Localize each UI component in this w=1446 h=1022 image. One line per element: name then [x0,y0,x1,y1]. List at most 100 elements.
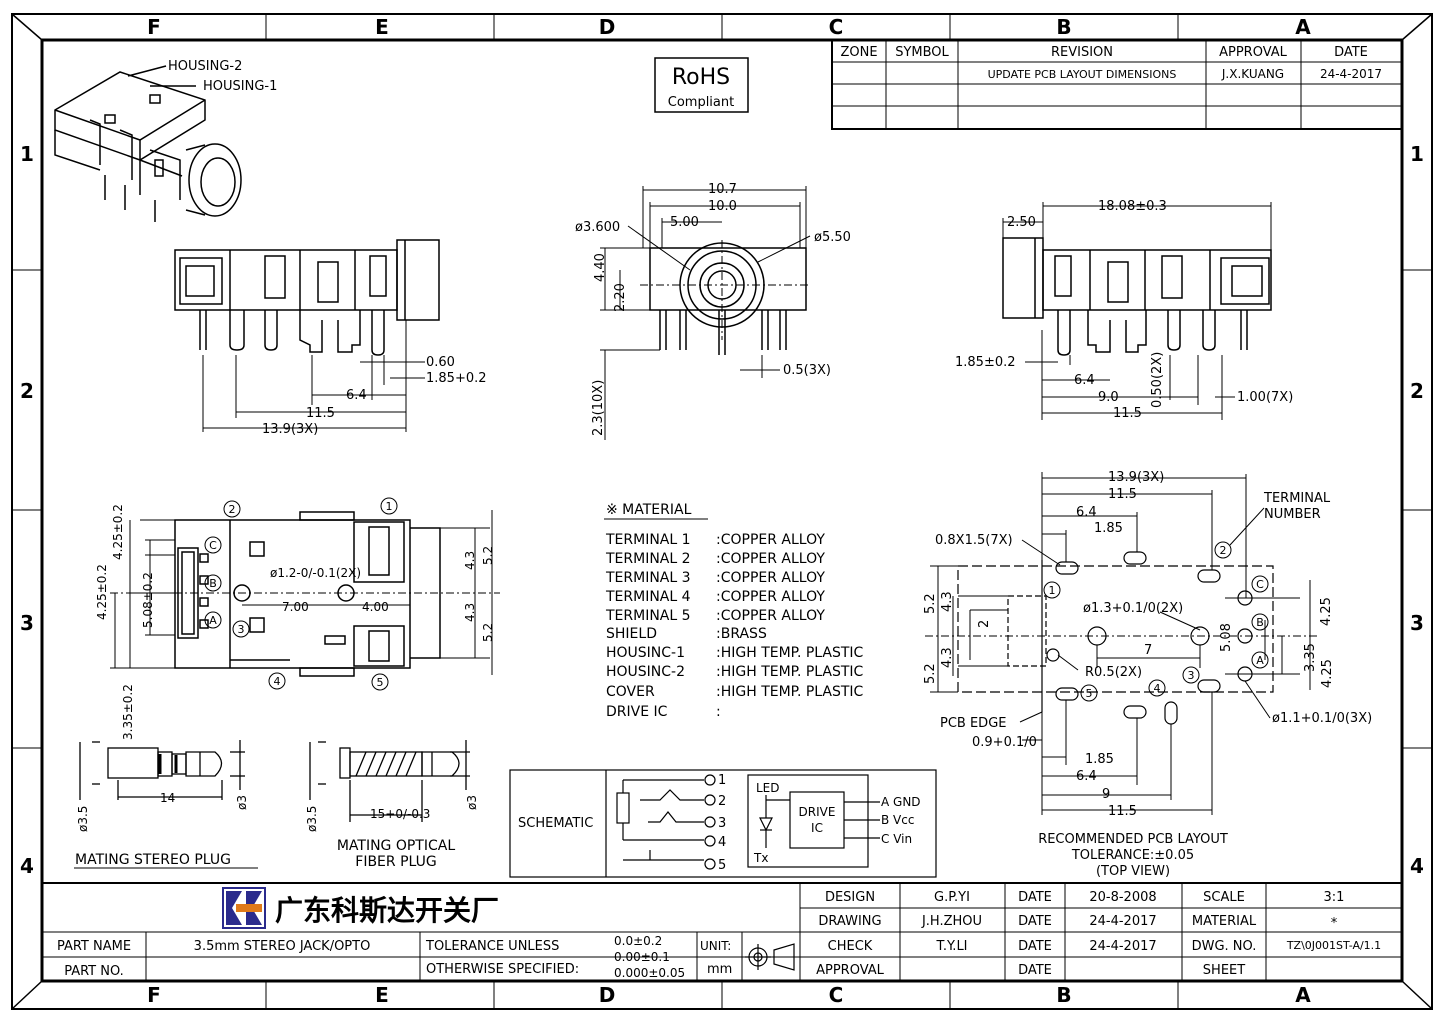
check-label: CHECK [828,939,873,954]
dim-pcb-22: ø1.1+0.1/0(3X) [1272,711,1372,726]
svg-text:5: 5 [377,676,384,689]
pcb-caption-2: TOLERANCE:±0.05 [1071,848,1194,863]
date-label: DATE [1018,963,1052,978]
col-label-top: D [599,15,616,39]
date-label: DATE [1018,939,1052,954]
svg-text:C: C [1256,578,1264,591]
tolerance-line1: TOLERANCE UNLESS [425,939,559,954]
col-label-top: C [829,15,844,39]
dim-pcb-20: 9 [1102,787,1110,802]
dim-right-5: 11.5 [1113,406,1142,421]
optical-label-line1: MATING OPTICAL [337,838,456,854]
optical-dim-2: ø3 [465,795,479,810]
dim-right-4: 9.0 [1098,390,1119,405]
mating-optical-plug [309,740,470,822]
schematic-led: LED [756,781,780,795]
date-label: DATE [1018,914,1052,929]
row-label-left: 3 [20,611,34,635]
dim-front-6: 2.20 [613,283,628,312]
material-spec: :HIGH TEMP. PLASTIC [716,684,864,700]
material-spec: :COPPER ALLOY [716,551,825,567]
drawing-label: DRAWING [818,914,881,929]
dim-pcb-2: 6.4 [1076,505,1097,520]
dim-side-1: 1.85+0.2 [426,371,487,386]
dim-right-6: 0.50(2X) [1150,352,1165,408]
dim-side-2: 6.4 [346,388,367,403]
svg-text:A: A [209,614,217,627]
material-title: ※ MATERIAL [606,502,692,518]
right-view [1002,237,1272,356]
row-label-left: 2 [20,379,34,403]
dim-bottom-8: 5.2 [481,546,495,565]
stereo-dim-1: 14 [160,791,175,805]
col-label-bottom: F [147,983,161,1007]
optical-dim-0: ø3.5 [305,806,319,832]
dim-pcb-8: 4.3 [940,591,955,612]
row-label-right: 3 [1410,611,1424,635]
isometric-view [54,65,242,222]
pcb-layout-dimensions [925,472,1320,815]
col-label-bottom: A [1295,983,1311,1007]
sheet-label: SHEET [1203,963,1245,978]
dim-pcb-5: ø1.3+0.1/0(2X) [1083,601,1183,616]
dim-front-0: 10.7 [708,182,737,197]
pcb-edge-label: PCB EDGE [940,716,1006,731]
zone-labels: F E D C B A F E D C B A 1 2 3 4 1 2 3 4 [20,15,1424,1007]
rohs-stamp: RoHS Compliant [654,57,749,113]
dim-pcb-15: 5.2 [923,663,938,684]
dim-pcb-0: 13.9(3X) [1108,470,1164,485]
material-spec: :COPPER ALLOY [716,532,825,548]
material-label: MATERIAL [1192,914,1257,929]
dim-pcb-17: 0.9+0.1/0 [972,735,1037,750]
tol-value-2: 0.000±0.05 [614,966,685,980]
tolerance-line2: OTHERWISE SPECIFIED: [426,962,579,977]
svg-text:B: B [209,577,217,590]
terminal-label-line2: NUMBER [1264,507,1321,522]
material-part: DRIVE IC [606,704,668,720]
row-label-right: 2 [1410,379,1424,403]
dim-pcb-4: 0.8X1.5(7X) [935,533,1013,548]
dim-pcb-12: 4.25 [1319,597,1334,626]
schematic-tx: Tx [753,851,768,865]
pcb-caption-3: (TOP VIEW) [1096,864,1170,879]
rev-cell-date: 24-4-2017 [1320,67,1382,81]
rev-header-approval: APPROVAL [1219,45,1288,60]
dim-front-2: 5.00 [670,215,699,230]
material-part: TERMINAL 5 [605,608,691,624]
dim-right-1: 18.08±0.3 [1098,199,1167,214]
revision-table: ZONE SYMBOL REVISION APPROVAL DATE UPDAT… [831,39,1403,130]
svg-text:2: 2 [1220,544,1227,557]
rev-cell-revision: UPDATE PCB LAYOUT DIMENSIONS [988,68,1177,81]
material-value: * [1331,916,1338,931]
rev-header-date: DATE [1334,45,1368,60]
row-label-left: 1 [20,142,34,166]
col-label-top: A [1295,15,1311,39]
tol-value-0: 0.0±0.2 [614,934,662,948]
col-label-bottom: C [829,983,844,1007]
dim-pcb-13: 3.35 [1303,643,1318,672]
dwg-label: DWG. NO. [1192,939,1257,954]
dim-pcb-16: 4.3 [940,647,955,668]
svg-text:4: 4 [274,675,281,688]
schematic-pin: 1 [718,773,726,788]
col-label-top: E [375,15,389,39]
optical-label-line2: FIBER PLUG [355,854,436,870]
svg-text:B: B [1256,616,1264,629]
schematic-out-c: C Vin [881,832,912,846]
schematic-pin: 4 [718,835,726,850]
part-no-label: PART NO. [64,964,124,979]
material-part: TERMINAL 1 [605,532,691,548]
company-logo [222,887,266,929]
rohs-title: RoHS [672,65,730,90]
part-name-value: 3.5mm STEREO JACK/OPTO [194,939,371,954]
dim-bottom-0: 4.25±0.2 [111,504,125,560]
material-spec: :COPPER ALLOY [716,570,825,586]
check-value: T.Y.LI [935,939,967,954]
rev-header-zone: ZONE [840,45,877,60]
dim-pcb-11: 5.08 [1219,623,1234,652]
schematic-pin: 5 [718,858,726,873]
dim-pcb-3: 1.85 [1094,521,1123,536]
material-spec: :BRASS [716,626,767,642]
